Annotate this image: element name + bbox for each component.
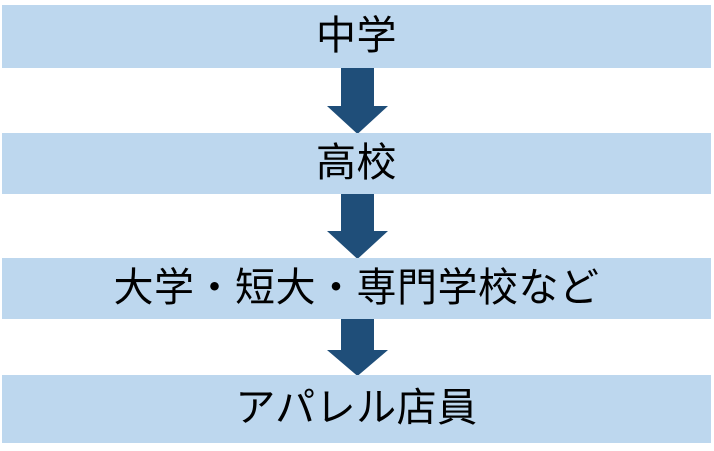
down-arrow-icon-2: [327, 194, 388, 259]
flow-step-1-label: 中学: [316, 13, 397, 58]
flow-step-1[interactable]: 中学: [2, 5, 711, 68]
down-arrow-icon-3: [327, 319, 388, 376]
flow-step-4-label: アパレル店員: [235, 386, 478, 430]
flow-step-2[interactable]: 高校: [2, 133, 711, 194]
flow-step-3-label: 大学・短大・専門学校など: [113, 265, 600, 310]
flow-step-2-label: 高校: [316, 140, 397, 185]
down-arrow-icon-1: [327, 68, 388, 134]
flow-step-4[interactable]: アパレル店員: [2, 375, 711, 443]
flow-step-3[interactable]: 大学・短大・専門学校など: [2, 258, 711, 319]
